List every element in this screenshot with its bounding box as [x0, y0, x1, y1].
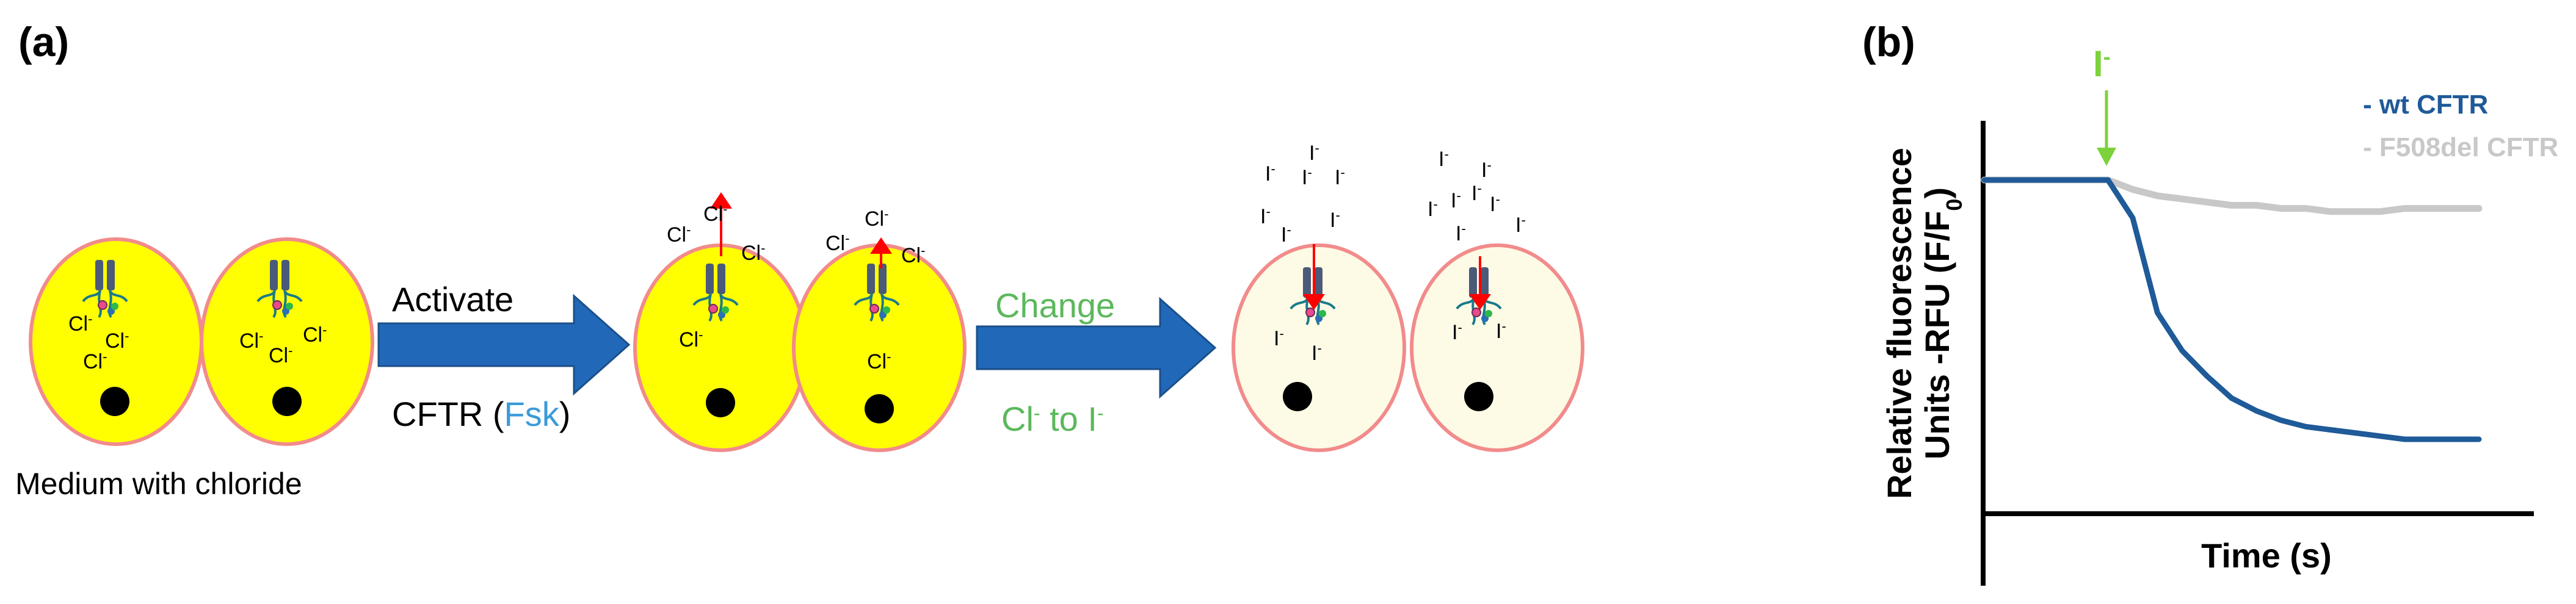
medium-caption: Medium with chloride: [15, 467, 302, 501]
svg-text:I-: I-: [1451, 188, 1461, 213]
svg-text:Cl-: Cl-: [679, 327, 703, 352]
cl-to-i-label: Cl- to I-: [1001, 400, 1104, 438]
svg-text:I-: I-: [1515, 212, 1526, 237]
svg-text:Cl-: Cl-: [867, 349, 891, 374]
plot-series: [1981, 176, 2483, 442]
activate-arrow: Activate CFTR (Fsk): [377, 280, 631, 433]
legend-f508del-cftr: - F508del CFTR: [2363, 132, 2558, 162]
svg-text:I-: I-: [1274, 326, 1284, 351]
cell-iodide-2: I- I- I- I- I- I- I- I- I- I-: [1410, 146, 1584, 452]
svg-text:I-: I-: [1265, 161, 1275, 186]
svg-text:I-: I-: [1496, 318, 1506, 343]
svg-text:Relative fluorescence: Relative fluorescence: [1880, 148, 1918, 499]
svg-text:I-: I-: [1309, 140, 1319, 165]
svg-text:I-: I-: [1428, 196, 1438, 221]
svg-text:Cl-: Cl-: [83, 349, 107, 374]
cell-chloride-1: Cl- Cl- Cl-: [29, 237, 203, 446]
svg-text:Cl-: Cl-: [269, 343, 292, 368]
svg-text:I-: I-: [1260, 204, 1271, 229]
svg-text:Cl-: Cl-: [105, 328, 129, 353]
svg-text:I-: I-: [1439, 146, 1449, 171]
svg-text:Cl-: Cl-: [865, 206, 888, 231]
cell-activated-1: Cl- Cl- Cl- Cl-: [633, 192, 808, 452]
svg-text:Cl-: Cl-: [68, 311, 92, 336]
svg-text:I-: I-: [1281, 222, 1291, 247]
cell-chloride-2: Cl- Cl- Cl-: [200, 237, 374, 446]
svg-text:Cl-: Cl-: [703, 201, 727, 226]
svg-text:I-: I-: [1312, 340, 1322, 365]
legend-wt-cftr: - wt CFTR: [2363, 90, 2488, 120]
change-label: Change: [995, 286, 1115, 325]
svg-text:I-: I-: [2093, 43, 2111, 84]
panel-a-label: (a): [18, 19, 69, 65]
svg-text:Cl-: Cl-: [239, 328, 263, 353]
panel-b-label: (b): [1862, 19, 1915, 65]
cftr-fsk-label: CFTR (Fsk): [392, 395, 570, 433]
cell-iodide-1: I- I- I- I- I- I- I- I- I-: [1232, 140, 1406, 452]
x-axis-title: Time (s): [2201, 536, 2332, 575]
iodide-marker: I-: [2093, 43, 2116, 166]
svg-text:I-: I-: [1490, 192, 1500, 217]
cell-activated-2: Cl- Cl- Cl- Cl-: [792, 206, 967, 452]
wt-cftr-trace: [1981, 177, 2482, 442]
svg-text:I-: I-: [1335, 165, 1345, 190]
svg-text:I-: I-: [1302, 165, 1312, 190]
f508del-cftr-trace: [1981, 176, 2483, 215]
svg-text:Cl-: Cl-: [303, 322, 327, 347]
svg-text:I-: I-: [1330, 207, 1340, 232]
svg-text:Cl-: Cl-: [741, 240, 765, 265]
svg-text:Units -RFU (F/F0): Units -RFU (F/F0): [1918, 187, 1967, 459]
activate-label: Activate: [392, 280, 513, 318]
change-arrow: Change Cl- to I-: [976, 286, 1217, 438]
legend: - wt CFTR - F508del CFTR: [2363, 90, 2558, 162]
svg-text:I-: I-: [1452, 320, 1462, 345]
svg-text:Cl-: Cl-: [825, 231, 849, 256]
svg-text:Cl-: Cl-: [901, 243, 925, 268]
svg-text:I-: I-: [1456, 221, 1466, 246]
svg-text:I-: I-: [1471, 181, 1482, 206]
svg-text:Cl-: Cl-: [667, 222, 691, 247]
y-axis-title: Relative fluorescence Units -RFU (F/F0): [1880, 148, 1967, 499]
svg-text:I-: I-: [1481, 157, 1492, 182]
